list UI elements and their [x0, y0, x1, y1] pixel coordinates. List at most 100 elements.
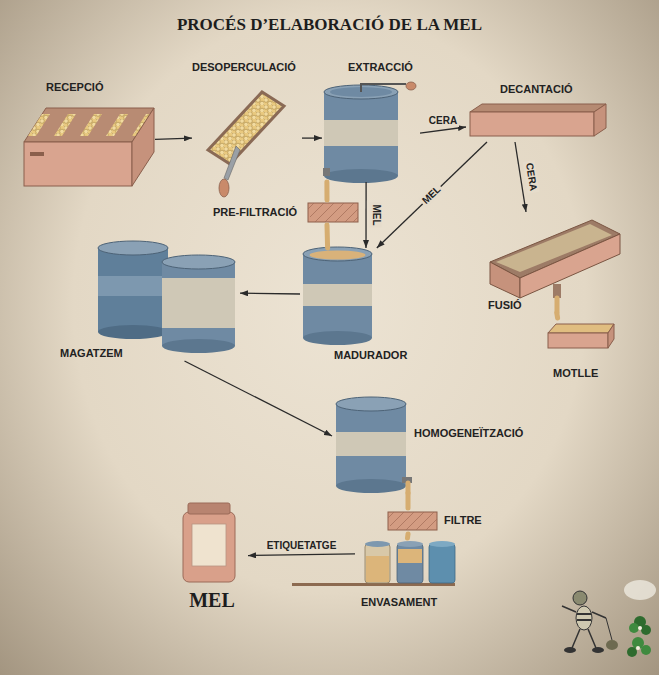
extractor-drum-part [324, 92, 398, 176]
hive-box [24, 108, 154, 186]
hive-box-part [30, 152, 44, 156]
process-stage: EXTRACCIÓ [322, 60, 420, 182]
bee-mascot-part [636, 646, 640, 650]
mixing-drum-part [336, 432, 406, 456]
process-stage: MEL [176, 498, 248, 613]
flow-arrow [248, 554, 355, 556]
stage-label: MADURADOR [334, 348, 407, 362]
stage-label: PRE-FILTRACIÓ [213, 205, 297, 219]
extractor-drum-part [406, 82, 416, 90]
settling-tray-part [470, 104, 606, 112]
bee-mascot [562, 580, 656, 657]
maturing-drum [303, 247, 372, 345]
mixing-drum-part [336, 404, 406, 486]
maturing-drum-part [303, 247, 372, 261]
uncapping-frame-part [208, 92, 284, 164]
extractor-drum [323, 82, 416, 183]
extractor-drum-part [324, 120, 398, 146]
bee-mascot-part [641, 625, 651, 635]
uncapping-frame [208, 92, 284, 197]
mixing-drum [336, 397, 412, 493]
storage-drums [98, 241, 235, 353]
honey-stream [324, 182, 329, 200]
extractor-drum-part [323, 168, 330, 176]
stage-label: DECANTACIÓ [500, 82, 573, 96]
honey-stream [554, 313, 560, 318]
process-stage: RECEPCIÓ [20, 80, 155, 188]
process-stage: HOMOGENEÏTZACIÓ [332, 398, 532, 493]
pre-filter-part [308, 203, 358, 222]
filled-jars-part [365, 544, 390, 583]
uncapping-frame-part [224, 146, 240, 180]
stage-label: HOMOGENEÏTZACIÓ [414, 426, 523, 440]
flow-label: MEL [419, 182, 446, 208]
maturing-drum-part [303, 284, 372, 306]
bee-mascot-part [577, 614, 591, 620]
maturing-drum-part [310, 251, 366, 260]
maturing-drum-part [303, 331, 372, 345]
stage-label: DESOPERCULACIÓ [192, 60, 296, 74]
hive-box-part [80, 114, 102, 136]
filled-jars-part [292, 583, 455, 586]
stage-label: MAGATZEM [60, 346, 123, 360]
hive-box-part [106, 114, 128, 136]
wax-mould [548, 324, 614, 348]
connectors [155, 127, 558, 556]
wax-mould-part [608, 324, 614, 348]
bee-mascot-part [562, 606, 606, 648]
maturing-drum-part [303, 254, 372, 338]
flow-label: CERA [523, 160, 540, 194]
filled-jars-part [398, 549, 422, 563]
flow-arrow [420, 127, 466, 133]
extractor-drum-part [324, 169, 398, 183]
process-stage: PRE-FILTRACIÓ [210, 200, 360, 225]
stage-label: EXTRACCIÓ [348, 60, 413, 74]
flow-arrow [155, 138, 192, 139]
storage-drums-part [162, 255, 235, 269]
hive-box-part [28, 114, 50, 136]
flow-arrow [240, 293, 300, 295]
bee-mascot-part [564, 647, 576, 653]
mixing-drum-part [336, 479, 406, 493]
honey-stream [406, 493, 411, 508]
process-stage: ENVASAMENT [355, 538, 460, 610]
flow-label: CERA [427, 115, 459, 127]
honey-jar-part [192, 524, 226, 566]
bee-mascot-part [627, 647, 637, 657]
flow-arrow [365, 182, 366, 248]
stage-label: RECEPCIÓ [46, 80, 103, 94]
pre-filter-part [308, 203, 358, 222]
melting-tray-part [555, 298, 560, 312]
flow-arrow [302, 137, 322, 138]
storage-drums-part [98, 248, 168, 332]
bee-mascot-part [573, 591, 587, 605]
melting-tray-part [490, 262, 520, 298]
pre-filter [308, 203, 358, 222]
honey-jar-part [183, 512, 235, 582]
process-stage: DESOPERCULACIÓ [192, 60, 302, 202]
honey-stream [325, 225, 331, 248]
filled-jars-part [429, 541, 455, 547]
extractor-drum-part [361, 84, 406, 92]
stage-label: FUSIÓ [488, 298, 522, 312]
flow-label: MEL [370, 202, 382, 227]
stage-label: MOTLLE [553, 366, 598, 380]
filled-jars-part [366, 556, 389, 582]
honey-jar [183, 503, 235, 582]
storage-drums-part [98, 276, 168, 296]
filter [388, 512, 437, 530]
flow-label: ETIQUETATGE [265, 540, 339, 552]
process-stage: DECANTACIÓ [466, 82, 606, 142]
flow-arrow [377, 142, 487, 248]
bee-mascot-part [606, 618, 612, 640]
process-stage: FUSIÓ [484, 212, 624, 313]
storage-drums-part [98, 241, 168, 255]
process-stage: FILTRE [386, 508, 486, 534]
filter-part [388, 512, 437, 530]
hive-box-part [54, 114, 76, 136]
hive-box-part [24, 108, 154, 142]
diagram-title: PROCÉS D’ELABORACIÓ DE LA MEL [0, 14, 659, 36]
storage-drums-part [98, 325, 168, 339]
